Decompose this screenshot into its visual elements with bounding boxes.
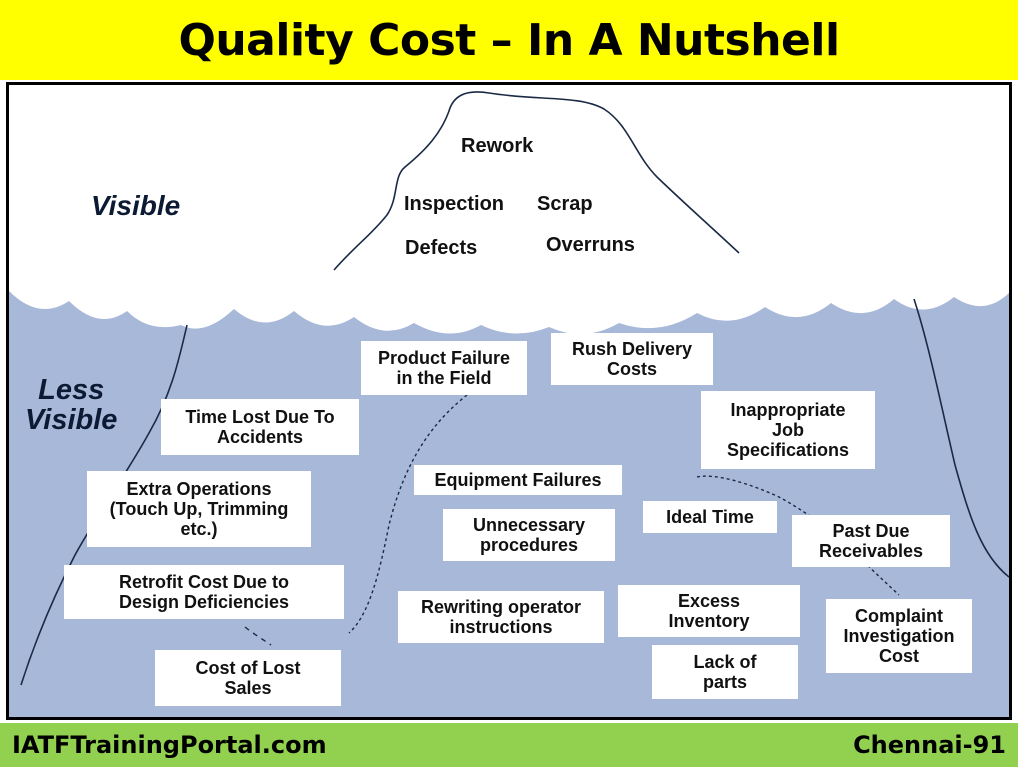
inner-contour-left [348, 394, 468, 634]
page-title: Quality Cost – In A Nutshell [178, 14, 840, 66]
title-bar: Quality Cost – In A Nutshell [0, 0, 1018, 80]
visible-cost-defects: Defects [405, 237, 478, 259]
hidden-cost-unnecessary-procedures: Unnecessary procedures [443, 509, 615, 561]
footer-website: IATFTrainingPortal.com [12, 731, 327, 759]
hidden-cost-rewriting-instructions: Rewriting operator instructions [398, 591, 604, 643]
iceberg-tip [9, 85, 1009, 335]
hidden-cost-excess-inventory: Excess Inventory [618, 585, 800, 637]
hidden-cost-lack-of-parts: Lack of parts [652, 645, 798, 699]
iceberg-diagram: Visible Less Visible Rework Inspection S… [6, 82, 1012, 720]
visible-cost-scrap: Scrap [537, 193, 593, 215]
footer-location: Chennai-91 [853, 731, 1006, 759]
hidden-cost-retrofit: Retrofit Cost Due to Design Deficiencies [64, 565, 344, 619]
hidden-cost-equipment-failures: Equipment Failures [414, 465, 622, 495]
hidden-cost-rush-delivery: Rush Delivery Costs [551, 333, 713, 385]
hidden-cost-extra-operations: Extra Operations (Touch Up, Trimming etc… [87, 471, 311, 547]
hidden-cost-past-due-receivables: Past Due Receivables [792, 515, 950, 567]
footer-bar: IATFTrainingPortal.com Chennai-91 [0, 723, 1018, 767]
hidden-cost-complaint-investigation: Complaint Investigation Cost [826, 599, 972, 673]
hidden-cost-inappropriate-specs: Inappropriate Job Specifications [701, 391, 875, 469]
visible-cost-inspection: Inspection [404, 193, 505, 215]
hidden-cost-lost-sales: Cost of Lost Sales [155, 650, 341, 706]
visible-cost-rework: Rework [461, 135, 534, 157]
iceberg-peak-outline [333, 91, 740, 271]
less-visible-zone-label: Less Visible [25, 374, 118, 436]
hidden-cost-product-failure: Product Failure in the Field [361, 341, 527, 395]
hidden-cost-ideal-time: Ideal Time [643, 501, 777, 533]
visible-zone-label: Visible [91, 190, 181, 221]
inner-contour-bottom [244, 626, 272, 646]
visible-cost-overruns: Overruns [546, 234, 635, 256]
iceberg-right-edge [913, 298, 1009, 578]
hidden-cost-time-lost: Time Lost Due To Accidents [161, 399, 359, 455]
